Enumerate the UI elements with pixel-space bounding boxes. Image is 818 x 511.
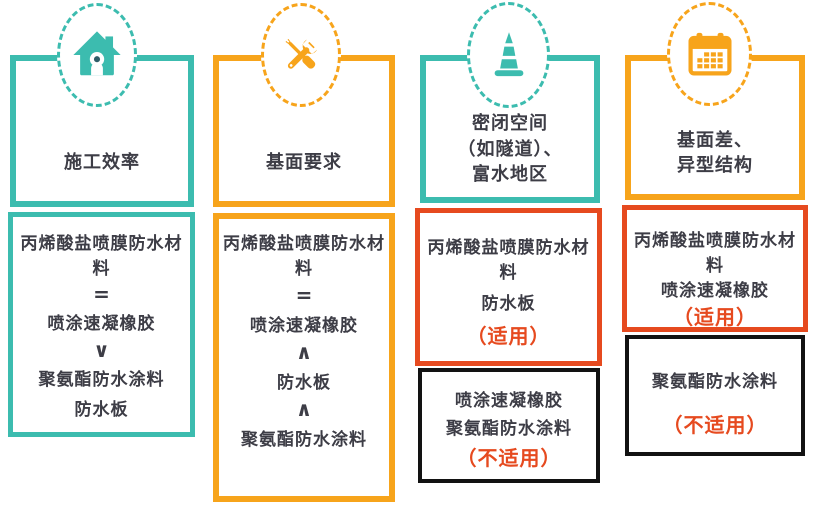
less-than-symbol: ∧ xyxy=(295,397,313,421)
equals-symbol: = xyxy=(295,283,313,307)
material-line: 喷涂速凝橡胶 xyxy=(661,281,769,301)
material-line: 聚氨酯防水涂料 xyxy=(652,372,778,392)
header-label: 基面要求 xyxy=(266,151,342,173)
content-box-confined-space-suitable: 丙烯酸盐喷膜防水材料 防水板 （适用） xyxy=(415,208,602,366)
less-than-symbol: ∧ xyxy=(295,340,313,364)
traffic-cone-icon xyxy=(494,32,523,77)
tools-icon xyxy=(285,36,321,69)
material-line: 聚氨酯防水涂料 xyxy=(446,419,572,439)
suitable-label: （适用） xyxy=(673,305,757,329)
material-line: 丙烯酸盐喷膜防水材料 xyxy=(427,238,590,283)
icon-badge-base-requirement xyxy=(261,3,341,107)
house-icon xyxy=(73,31,121,76)
header-label: 施工效率 xyxy=(64,151,140,173)
content-box-base-requirement: 丙烯酸盐喷膜防水材料 = 喷涂速凝橡胶 ∧ 防水板 ∧ 聚氨酯防水涂料 xyxy=(213,213,395,502)
content-box-poor-base-unsuitable: 聚氨酯防水涂料 （不适用） xyxy=(625,335,805,456)
icon-badge-confined-space xyxy=(467,2,550,108)
suitable-label: （适用） xyxy=(466,324,551,348)
material-line: 聚氨酯防水涂料 xyxy=(241,430,367,450)
header-label: 密闭空间 （如隧道）、 富水地区 xyxy=(457,113,563,185)
material-line: 防水板 xyxy=(74,399,129,420)
material-line: 丙烯酸盐喷膜防水材料 xyxy=(634,231,796,276)
header-label: 基面差、 异型结构 xyxy=(677,129,753,176)
material-line: 防水板 xyxy=(277,373,331,393)
content-box-confined-space-unsuitable: 喷涂速凝橡胶 聚氨酯防水涂料 （不适用） xyxy=(418,368,600,483)
material-line: 喷涂速凝橡胶 xyxy=(47,314,156,335)
greater-than-symbol: ∨ xyxy=(93,337,110,362)
unsuitable-label: （不适用） xyxy=(456,446,562,470)
icon-badge-efficiency xyxy=(57,3,137,107)
material-line: 防水板 xyxy=(481,294,536,314)
icon-badge-poor-base xyxy=(667,2,752,106)
header-box-poor-base: 基面差、 异型结构 xyxy=(625,55,805,200)
material-line: 喷涂速凝橡胶 xyxy=(455,391,563,411)
calendar-icon xyxy=(687,32,732,76)
unsuitable-label: （不适用） xyxy=(662,413,768,437)
material-line: 喷涂速凝橡胶 xyxy=(250,316,358,336)
material-line: 聚氨酯防水涂料 xyxy=(38,369,165,390)
content-box-poor-base-suitable: 丙烯酸盐喷膜防水材料 喷涂速凝橡胶 （适用） xyxy=(622,205,808,332)
content-box-efficiency: 丙烯酸盐喷膜防水材料 = 喷涂速凝橡胶 ∨ 聚氨酯防水涂料 防水板 xyxy=(8,212,195,437)
material-line: 丙烯酸盐喷膜防水材料 xyxy=(223,234,385,279)
material-line: 丙烯酸盐喷膜防水材料 xyxy=(20,234,183,279)
equals-symbol: = xyxy=(93,282,110,307)
